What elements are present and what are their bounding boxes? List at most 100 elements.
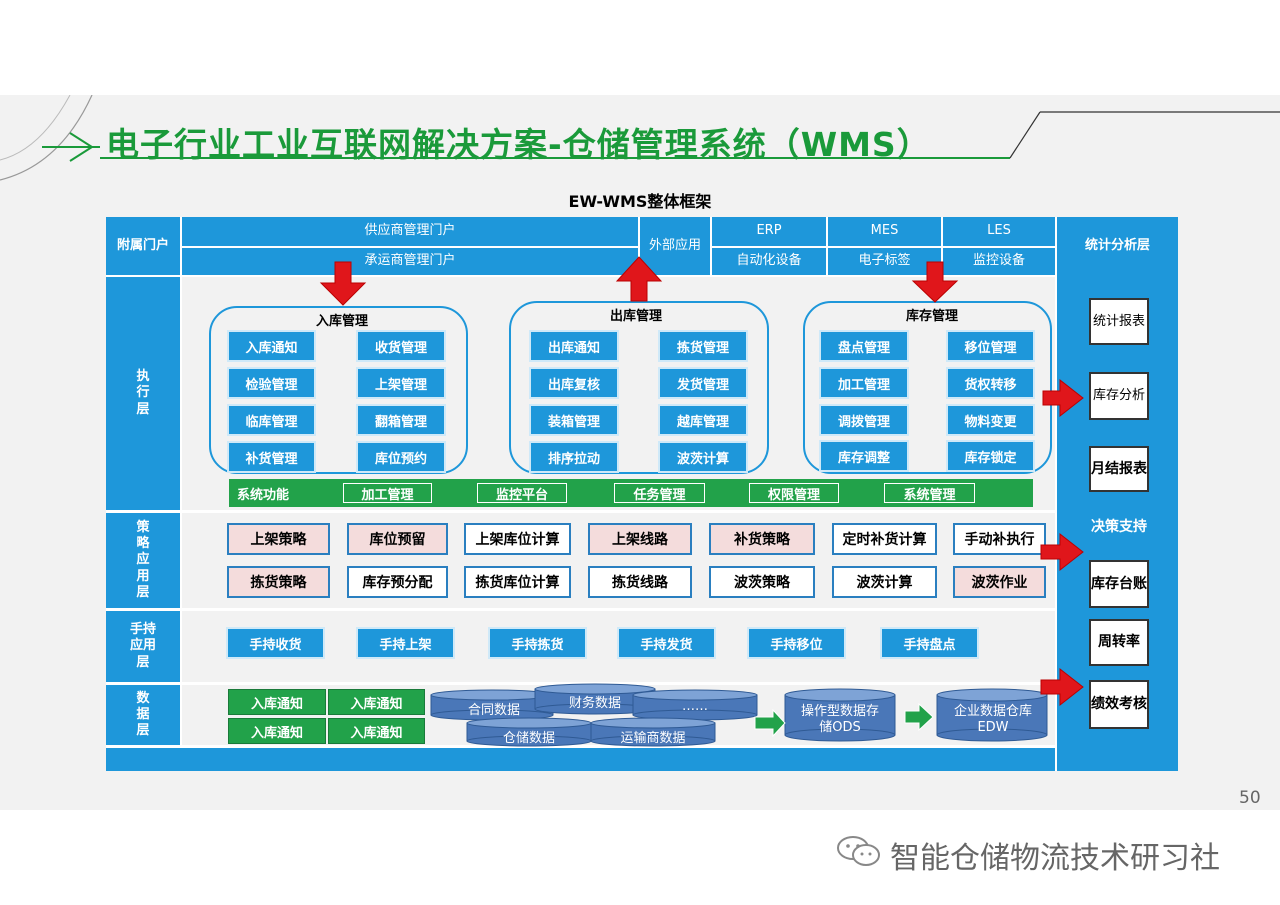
arrow-to-edw-icon — [904, 702, 934, 732]
wave-calculation: 波茨计算 — [832, 566, 937, 598]
putaway-route: 上架线路 — [588, 523, 692, 555]
arrow-right-analysis-icon — [1042, 378, 1084, 418]
data-inbound-1: 入库通知 — [228, 689, 326, 715]
replenish-strategy: 补货策略 — [709, 523, 815, 555]
sys-permission: 权限管理 — [749, 483, 839, 503]
timed-replenish-calc: 定时补货计算 — [832, 523, 937, 555]
divider — [180, 217, 182, 748]
system-function-label: 系统功能 — [237, 487, 290, 503]
inventory-group — [803, 301, 1052, 474]
watermark-text: 智能仓储物流技术研习社 — [890, 841, 1220, 876]
decorative-lines — [0, 95, 1280, 181]
handheld-layer-label: 手持应用层 — [130, 622, 157, 670]
stock-preallocation: 库存预分配 — [347, 566, 448, 598]
decision-support-label: 决策支持 — [1091, 519, 1147, 536]
data-inbound-2: 入库通知 — [328, 689, 425, 715]
processing-mgmt: 加工管理 — [819, 367, 909, 399]
external-apps-label: 外部应用 — [648, 237, 701, 253]
execution-layer-label: 执行层 — [136, 369, 150, 417]
arrow-down-inbound-icon — [319, 261, 367, 306]
page-number: 50 — [1239, 788, 1261, 808]
outbound-group-label: 出库管理 — [610, 309, 663, 324]
location-reserve: 库位预留 — [347, 523, 448, 555]
wave-strategy: 波茨策略 — [709, 566, 815, 598]
arrow-up-outbound-icon — [615, 256, 663, 302]
cross-dock-mgmt: 越库管理 — [658, 404, 748, 436]
diagram-title: EW-WMS整体框架 — [568, 192, 712, 211]
arrow-right-data-icon — [1040, 667, 1084, 707]
handheld-receive: 手持收货 — [226, 627, 325, 659]
les-app: LES — [987, 223, 1011, 239]
performance-eval: 绩效考核 — [1089, 680, 1149, 729]
shipping-mgmt: 发货管理 — [658, 367, 748, 399]
db-more-label: …… — [682, 699, 708, 714]
divider — [826, 217, 828, 275]
e-label-app: 电子标签 — [858, 253, 911, 269]
temp-storage-mgmt: 临库管理 — [227, 404, 316, 436]
replenish-mgmt: 补货管理 — [227, 441, 316, 473]
picking-mgmt: 拣货管理 — [658, 330, 748, 362]
sys-task: 任务管理 — [614, 483, 705, 503]
location-booking: 库位预约 — [356, 441, 446, 473]
box-flip-mgmt: 翻箱管理 — [356, 404, 446, 436]
divider — [106, 275, 1057, 277]
divider — [941, 217, 943, 275]
material-change: 物料变更 — [946, 404, 1035, 436]
db-finance — [534, 683, 656, 715]
db-ods — [784, 688, 896, 742]
packing-mgmt: 装箱管理 — [529, 404, 619, 436]
putaway-mgmt: 上架管理 — [356, 367, 446, 399]
data-inbound-4: 入库通知 — [328, 718, 425, 744]
manual-replenish: 手动补执行 — [953, 523, 1046, 555]
divider — [638, 217, 640, 275]
handheld-putaway: 手持上架 — [356, 627, 455, 659]
db-contract-label: 合同数据 — [467, 703, 520, 718]
db-storage — [466, 717, 592, 747]
automation-app: 自动化设备 — [736, 253, 802, 269]
stock-adjust: 库存调整 — [819, 440, 909, 472]
divider — [106, 608, 1057, 611]
handheld-pick: 手持拣货 — [488, 627, 587, 659]
divider — [106, 745, 1057, 748]
divider — [1055, 217, 1057, 771]
stock-ledger: 库存台账 — [1089, 560, 1149, 608]
wechat-icon — [837, 836, 880, 866]
db-ods-label: 操作型数据存储ODS — [800, 704, 879, 736]
putaway-location-calc: 上架库位计算 — [464, 523, 571, 555]
data-diagram — [430, 683, 1048, 747]
erp-app: ERP — [756, 223, 782, 239]
divider — [182, 246, 638, 248]
db-edw — [936, 688, 1048, 742]
wave-calc: 波茨计算 — [658, 441, 748, 473]
inbound-group — [209, 306, 468, 474]
handheld-ship: 手持发货 — [617, 627, 716, 659]
outbound-group — [509, 301, 769, 474]
inventory-group-label: 库存管理 — [906, 309, 959, 324]
arrow-right-strategy-icon — [1040, 532, 1084, 572]
picking-location-calc: 拣货库位计算 — [464, 566, 571, 598]
supplier-portal: 供应商管理门户 — [364, 223, 456, 239]
sys-monitor: 监控平台 — [477, 483, 567, 503]
outbound-recheck: 出库复核 — [529, 367, 619, 399]
page-title: 电子行业工业互联网解决方案-仓储管理系统（WMS） — [106, 125, 931, 164]
db-edw-label: 企业数据仓库EDW — [953, 704, 1032, 736]
inspection-mgmt: 检验管理 — [227, 367, 316, 399]
sequence-pull: 排序拉动 — [529, 441, 619, 473]
divider — [106, 682, 1057, 685]
stock-analysis: 库存分析 — [1089, 372, 1149, 420]
inbound-notice: 入库通知 — [227, 330, 316, 362]
receiving-mgmt: 收货管理 — [356, 330, 446, 362]
strategy-layer-label: 策略应用层 — [136, 519, 150, 600]
ownership-transfer: 货权转移 — [946, 367, 1035, 399]
carrier-portal: 承运商管理门户 — [364, 253, 456, 269]
picking-strategy: 拣货策略 — [227, 566, 330, 598]
portal-layer-label: 附属门户 — [116, 237, 169, 253]
db-carrier — [590, 717, 716, 747]
putaway-strategy: 上架策略 — [227, 523, 330, 555]
stat-report: 统计报表 — [1089, 298, 1149, 345]
picking-route: 拣货线路 — [588, 566, 692, 598]
relocation-mgmt: 移位管理 — [946, 330, 1035, 362]
divider — [106, 510, 1057, 513]
db-carrier-label: 运输商数据 — [620, 731, 686, 746]
